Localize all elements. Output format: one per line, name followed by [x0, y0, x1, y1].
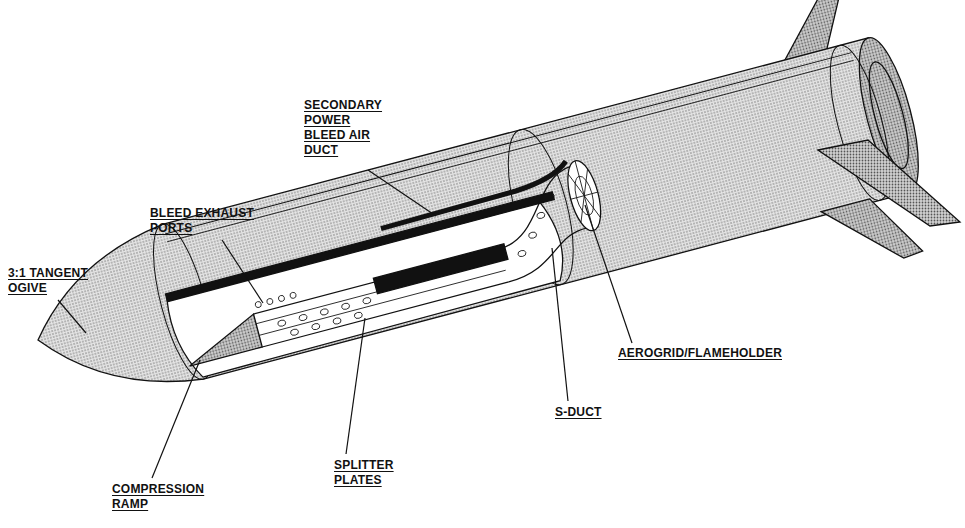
leader-line — [346, 318, 365, 454]
leader-line — [58, 300, 86, 333]
part-label: SECONDARY POWER BLEED AIR DUCT — [304, 98, 388, 158]
part-label: COMPRESSION RAMP — [112, 482, 216, 512]
leader-line — [368, 170, 436, 216]
leader-line — [152, 360, 200, 478]
part-label: 3:1 TANGENT OGIVE — [8, 266, 96, 296]
leader-line — [585, 205, 632, 343]
leader-line — [552, 248, 568, 401]
part-label: BLEED EXHAUST PORTS — [150, 206, 260, 236]
part-label: AEROGRID/FLAMEHOLDER — [618, 346, 782, 361]
part-label: S-DUCT — [555, 405, 602, 420]
leader-line — [222, 240, 263, 303]
part-label: SPLITTER PLATES — [334, 458, 408, 488]
